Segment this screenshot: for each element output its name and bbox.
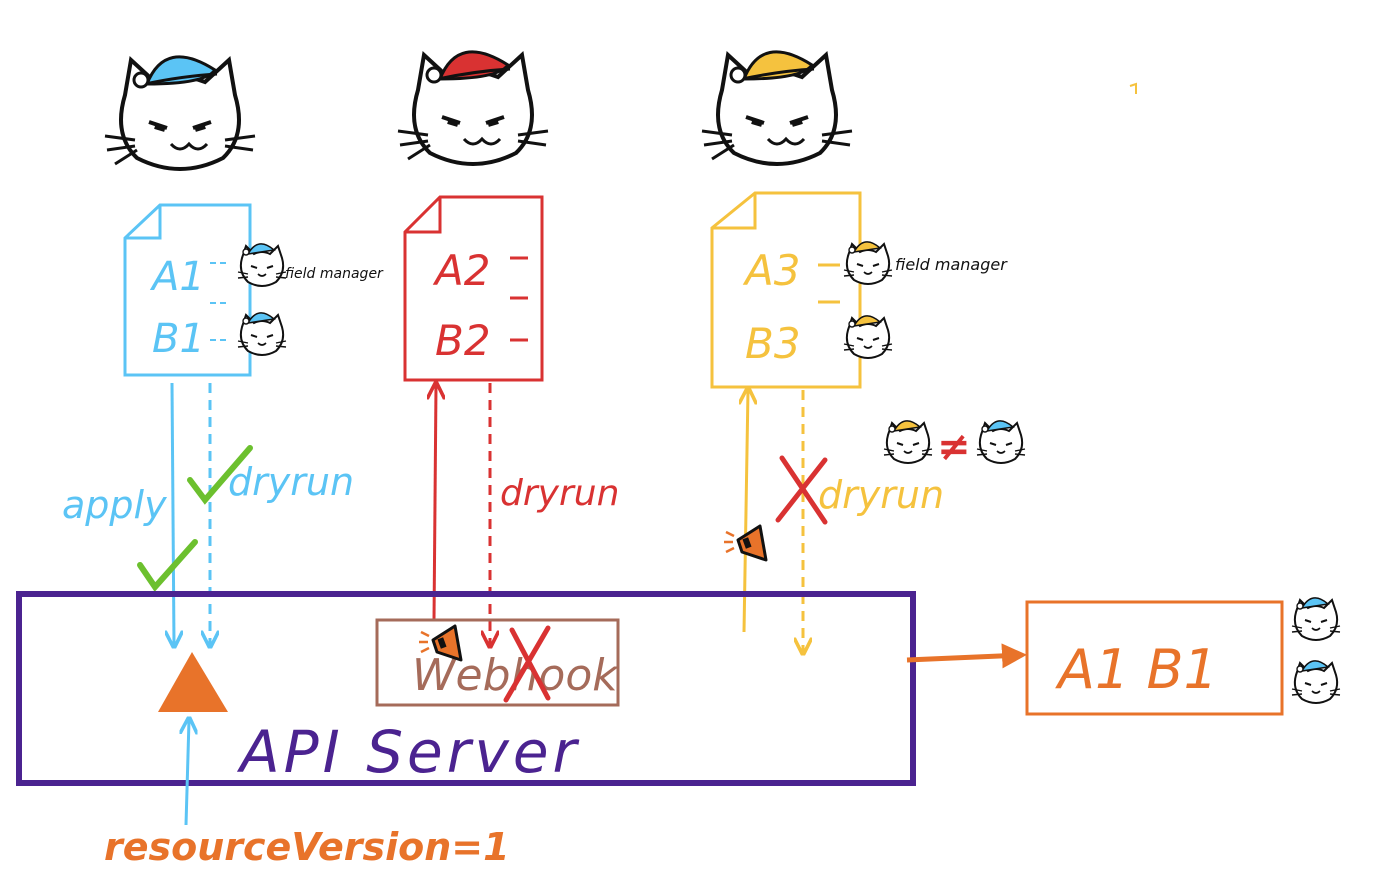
- blue-apply-arrow: [172, 382, 174, 645]
- yellow-dryrun-label: dryrun: [818, 473, 944, 517]
- red-cat-icon: [398, 52, 548, 164]
- not-equal-sign: ≠: [937, 424, 971, 470]
- yellow-cat-icon: [702, 52, 852, 164]
- result-box-label: A1 B1: [1055, 638, 1218, 701]
- api-server-label: API Server: [236, 718, 580, 786]
- stray-mark: [1129, 82, 1137, 94]
- apply-label: apply: [62, 483, 167, 527]
- yellow-doc-line1: A3: [742, 246, 800, 295]
- yellow-dryrun-x-icon: [775, 455, 828, 525]
- dryrun-check-icon: [187, 445, 253, 505]
- yellow-cat-compare-icon: [883, 419, 933, 464]
- yellow-field-manager-cat-icon-2: [843, 314, 893, 359]
- webhook-box: [375, 618, 620, 707]
- yellow-field-manager-cat-icon: [843, 240, 893, 285]
- webhook-label: Webhook: [412, 650, 619, 701]
- blue-cat-icon: [105, 57, 255, 169]
- blue-document: A1 B1: [123, 203, 252, 377]
- resource-version-arrow: [186, 720, 189, 826]
- red-dryrun-label: dryrun: [500, 473, 619, 514]
- resource-version-label: resourceVersion=1: [104, 825, 510, 869]
- resource-version-triangle: [158, 652, 228, 712]
- red-document: A2 B2: [403, 195, 544, 382]
- field-manager-label-1: field manager: [285, 266, 384, 282]
- blue-dryrun-label: dryrun: [228, 460, 354, 504]
- red-doc-line1: A2: [432, 246, 490, 295]
- red-response-arrow: [434, 385, 436, 621]
- webhook-x-icon: [503, 625, 551, 703]
- blue-doc-line1: A1: [149, 254, 205, 300]
- result-arrow: [906, 643, 1027, 669]
- blue-doc-line2: B1: [152, 316, 205, 362]
- apply-check-icon: [137, 539, 198, 592]
- result-box: [1025, 600, 1284, 716]
- api-server-box: [16, 591, 916, 786]
- result-cat-icon-1: [1291, 596, 1341, 641]
- result-cat-icon-2: [1291, 659, 1341, 704]
- blue-field-manager-cat-icon: [237, 242, 287, 287]
- yellow-doc-line2: B3: [745, 319, 801, 368]
- field-manager-label-2: field manager: [895, 255, 1008, 274]
- yellow-document: A3 B3: [710, 191, 862, 389]
- blue-field-manager-cat-icon-2: [237, 311, 287, 356]
- blue-cat-compare-icon: [976, 419, 1026, 464]
- red-doc-line2: B2: [435, 316, 491, 365]
